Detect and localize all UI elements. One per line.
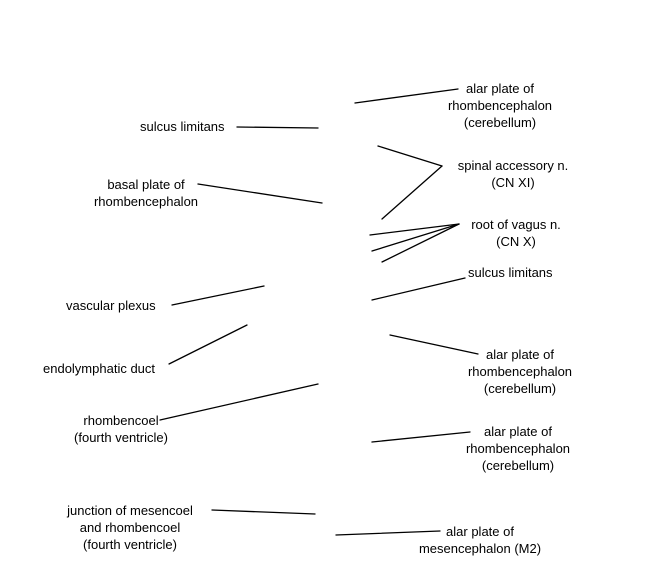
label-vascular-plexus: vascular plexus <box>66 297 156 314</box>
leader-line-alar-plate-mid <box>389 334 479 355</box>
label-alar-plate-rhombencephalon-lower: alar plate of rhombencephalon (cerebellu… <box>456 423 580 474</box>
leader-line-vagus-3 <box>381 223 460 263</box>
leader-line-sulcus-limitans-right <box>371 277 466 301</box>
label-line: basal plate of <box>107 177 185 192</box>
leader-line-junction <box>211 509 316 515</box>
label-line: rhombencoel <box>83 413 159 428</box>
label-line: vascular plexus <box>66 298 156 313</box>
label-alar-plate-rhombencephalon-mid: alar plate of rhombencephalon (cerebellu… <box>458 346 582 397</box>
leader-line-spinal-accessory-2 <box>381 165 443 220</box>
label-endolymphatic-duct: endolymphatic duct <box>43 360 155 377</box>
label-line: root of vagus n. <box>471 217 561 232</box>
label-line: alar plate of <box>466 81 534 96</box>
label-junction-mesencoel-rhombencoel: junction of mesencoel and rhombencoel (f… <box>48 502 212 553</box>
leader-line-vagus-2 <box>371 223 460 252</box>
label-line: alar plate of <box>484 424 552 439</box>
leader-line-alar-plate-lower <box>371 431 471 443</box>
label-line: (fourth ventricle) <box>74 430 168 445</box>
label-alar-plate-mesencephalon: alar plate of mesencephalon (M2) <box>408 523 552 557</box>
label-sulcus-limitans-right: sulcus limitans <box>468 264 553 281</box>
label-line: (CN X) <box>496 234 536 249</box>
label-sulcus-limitans-left: sulcus limitans <box>140 118 225 135</box>
leader-line-endolymphatic-duct <box>168 324 248 365</box>
label-line: rhombencephalon <box>447 98 553 113</box>
label-alar-plate-rhombencephalon-top: alar plate of rhombencephalon (cerebellu… <box>438 80 562 131</box>
label-basal-plate-rhombencephalon: basal plate of rhombencephalon <box>84 176 208 210</box>
label-line: junction of mesencoel <box>67 503 193 518</box>
label-line: (CN XI) <box>491 175 535 190</box>
label-line: endolymphatic duct <box>43 361 156 376</box>
leader-line-alar-plate-mesencephalon <box>335 530 441 536</box>
leader-line-sulcus-limitans-left <box>236 126 319 129</box>
leader-line-spinal-accessory-1 <box>377 145 443 167</box>
label-line: and rhombencoel <box>79 520 181 535</box>
label-line: sulcus limitans <box>140 119 225 134</box>
leader-line-rhombencoel <box>159 383 319 421</box>
label-line: sulcus limitans <box>468 265 553 280</box>
label-line: alar plate of <box>446 524 514 539</box>
label-spinal-accessory-n: spinal accessory n. (CN XI) <box>446 157 580 191</box>
label-line: rhombencephalon <box>465 441 571 456</box>
leader-line-vascular-plexus <box>171 285 265 306</box>
label-line: rhombencephalon <box>467 364 573 379</box>
label-line: alar plate of <box>486 347 554 362</box>
leader-line-vagus-1 <box>369 223 460 236</box>
label-line: (cerebellum) <box>463 115 537 130</box>
label-line: (cerebellum) <box>483 381 557 396</box>
leader-line-alar-plate-top <box>354 88 459 104</box>
label-line: rhombencephalon <box>93 194 199 209</box>
label-line: mesencephalon (M2) <box>418 541 542 556</box>
label-rhombencoel: rhombencoel (fourth ventricle) <box>56 412 186 446</box>
label-root-of-vagus-n: root of vagus n. (CN X) <box>460 216 572 250</box>
label-line: spinal accessory n. <box>457 158 569 173</box>
label-line: (fourth ventricle) <box>83 537 177 552</box>
label-line: (cerebellum) <box>481 458 555 473</box>
leader-line-basal-plate <box>197 183 323 204</box>
